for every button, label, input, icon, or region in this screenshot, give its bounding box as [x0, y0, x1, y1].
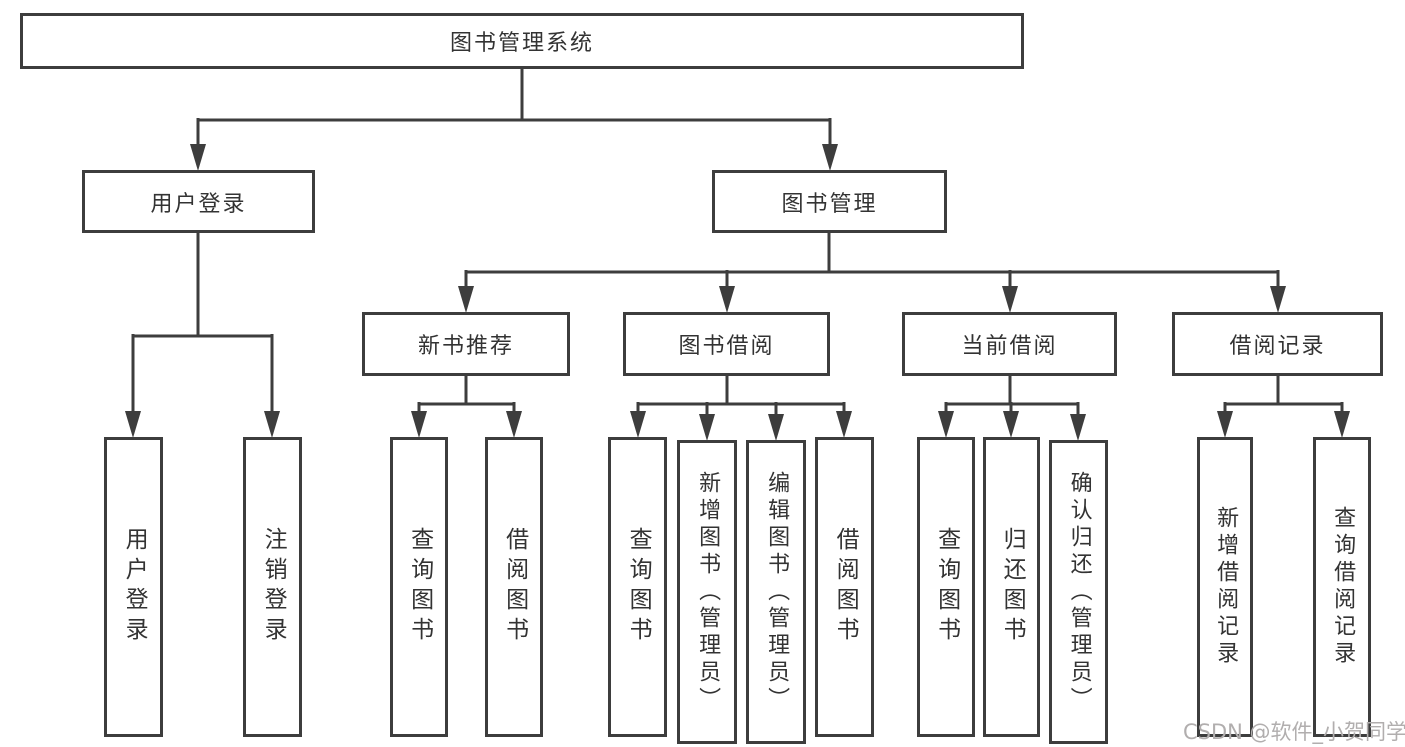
node-current-borrow-label: 当前借阅	[961, 334, 1058, 359]
leaf-return-book: 归还图书	[983, 437, 1040, 737]
node-book-borrow: 图书借阅	[623, 312, 830, 376]
node-new-book-recommend: 新书推荐	[362, 312, 570, 376]
node-user-login: 用户登录	[82, 170, 315, 233]
leaf-edit-book-admin: 编辑图书（管理员）	[746, 440, 806, 744]
leaf-borrow-books-borrow: 借阅图书	[815, 437, 874, 737]
leaf-user-login: 用户登录	[104, 437, 163, 737]
leaf-edit-book-admin-label: 编辑图书（管理员）	[764, 470, 790, 714]
leaf-query-books-recommend: 查询图书	[390, 437, 448, 737]
leaf-logout: 注销登录	[243, 437, 302, 737]
node-book-borrow-label: 图书借阅	[678, 334, 775, 359]
arrowhead-icons	[125, 144, 1350, 441]
leaf-query-borrow-record: 查询借阅记录	[1313, 437, 1371, 737]
leaf-borrow-books-borrow-label: 借阅图书	[832, 527, 859, 647]
node-borrow-records-label: 借阅记录	[1229, 334, 1326, 359]
csdn-watermark: CSDN @软件_小贺同学	[1183, 720, 1405, 744]
node-user-login-label: 用户登录	[150, 191, 247, 217]
leaf-query-books-borrow-label: 查询图书	[625, 527, 652, 647]
leaf-add-book-admin-label: 新增图书（管理员）	[695, 470, 721, 714]
node-root-system: 图书管理系统	[20, 13, 1024, 69]
node-book-management: 图书管理	[712, 170, 947, 233]
node-current-borrow: 当前借阅	[902, 312, 1117, 376]
leaf-borrow-books-recommend-label: 借阅图书	[501, 527, 528, 647]
leaf-confirm-return-admin-label: 确认归还（管理员）	[1066, 470, 1092, 714]
node-book-management-label: 图书管理	[781, 191, 878, 217]
leaf-borrow-books-recommend: 借阅图书	[485, 437, 543, 737]
node-borrow-records: 借阅记录	[1172, 312, 1383, 376]
leaf-query-books-current-label: 查询图书	[933, 527, 960, 647]
node-new-book-recommend-label: 新书推荐	[417, 334, 514, 359]
leaf-query-books-current: 查询图书	[917, 437, 975, 737]
leaf-add-borrow-record: 新增借阅记录	[1197, 437, 1253, 737]
leaf-add-book-admin: 新增图书（管理员）	[677, 440, 737, 744]
leaf-query-books-borrow: 查询图书	[608, 437, 667, 737]
leaf-user-login-label: 用户登录	[121, 527, 148, 647]
leaf-confirm-return-admin: 确认归还（管理员）	[1049, 440, 1108, 744]
leaf-add-borrow-record-label: 新增借阅记录	[1213, 506, 1239, 668]
leaf-query-borrow-record-label: 查询借阅记录	[1330, 506, 1356, 668]
leaf-return-book-label: 归还图书	[999, 527, 1026, 647]
node-root-label: 图书管理系统	[449, 31, 594, 56]
leaf-query-books-recommend-label: 查询图书	[406, 527, 433, 647]
leaf-logout-label: 注销登录	[260, 527, 287, 647]
